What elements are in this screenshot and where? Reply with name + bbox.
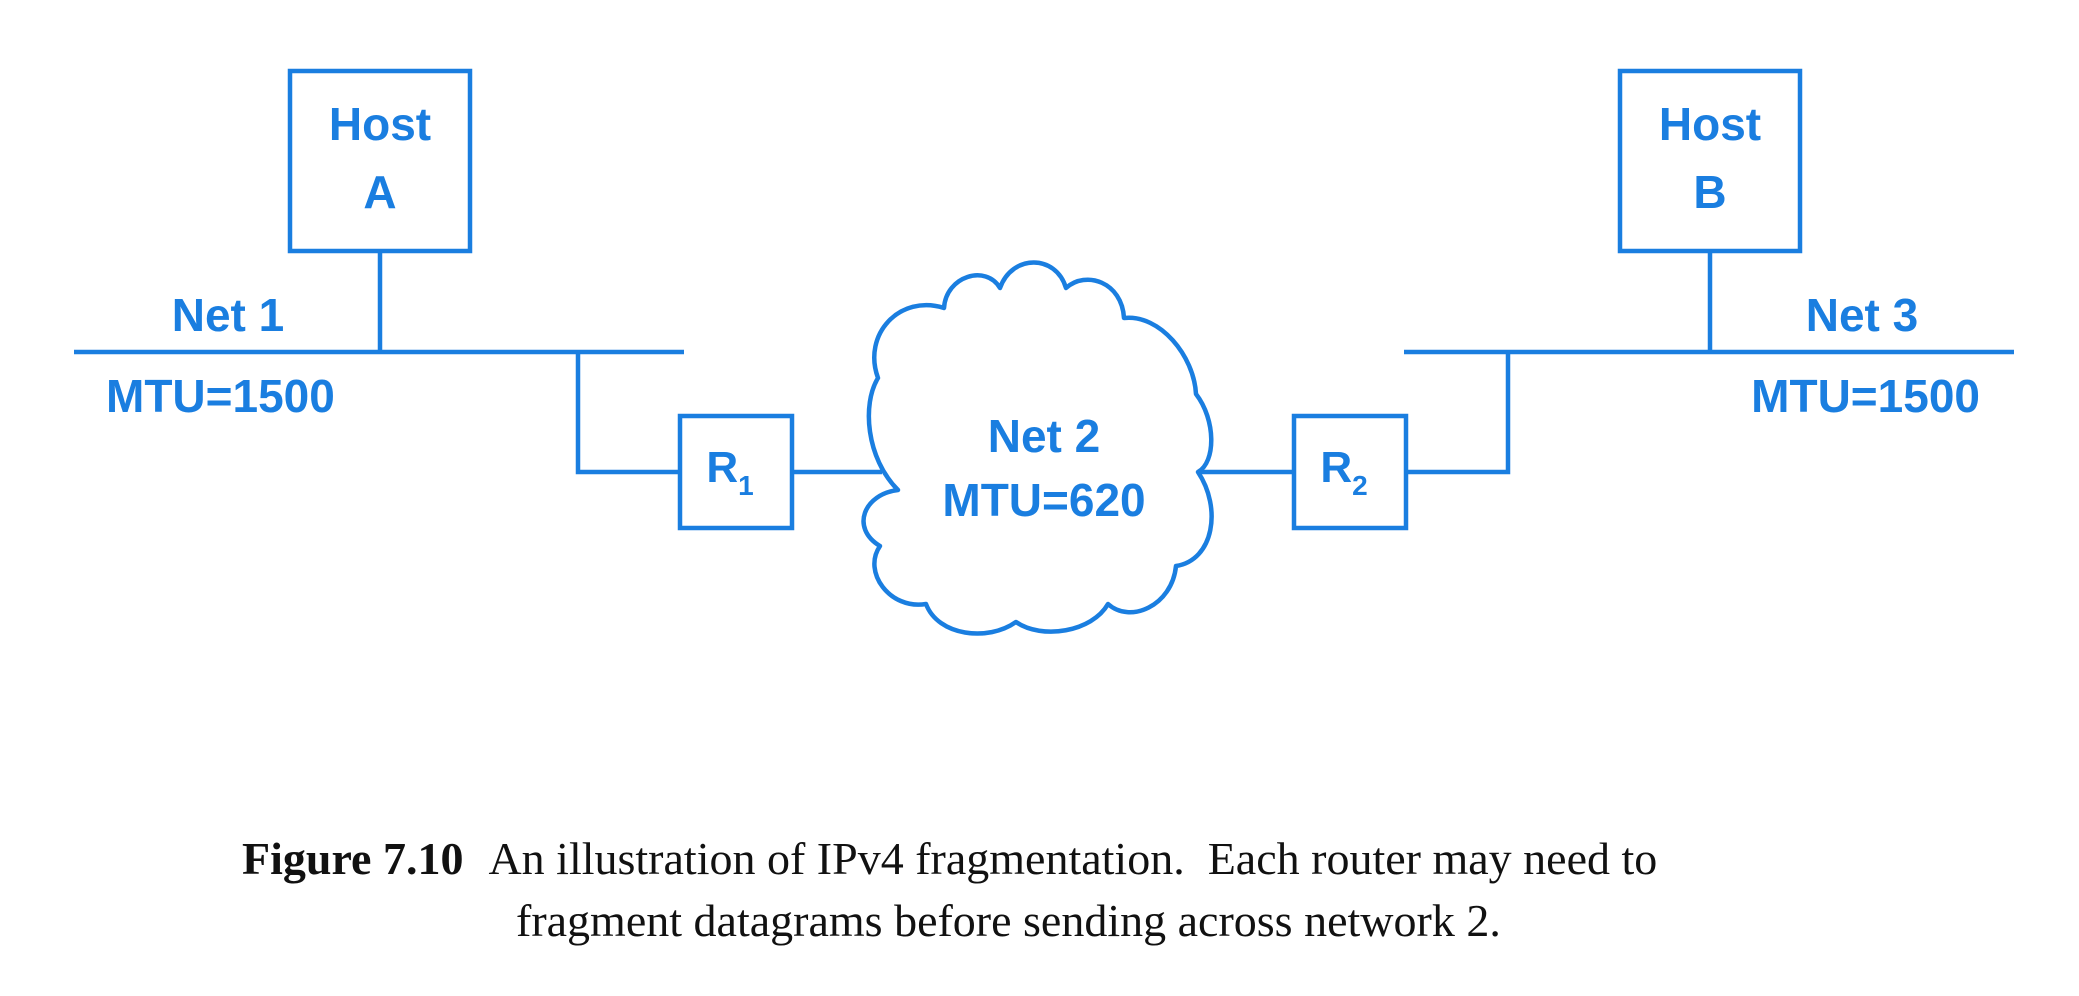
net1-mtu-label: MTU=1500 bbox=[106, 370, 335, 422]
net1-r1-link bbox=[575, 352, 680, 475]
caption-line1: An illustration of IPv4 fragmentation. E… bbox=[488, 833, 1658, 884]
host-a-label-line2: A bbox=[363, 166, 396, 218]
r2-net3-link bbox=[1406, 352, 1511, 475]
caption-figure-label: Figure 7.10 bbox=[242, 833, 464, 884]
router-r1-label: R1 bbox=[706, 443, 753, 501]
net1-label: Net 1 bbox=[172, 289, 284, 341]
host-b-label-line1: Host bbox=[1659, 98, 1761, 150]
host-b-label-line2: B bbox=[1693, 166, 1726, 218]
net3-label: Net 3 bbox=[1806, 289, 1918, 341]
caption-line2: fragment datagrams before sending across… bbox=[516, 895, 1501, 946]
router-r2-label: R2 bbox=[1320, 443, 1367, 501]
net2-label: Net 2 bbox=[988, 410, 1100, 462]
host-a-label-line1: Host bbox=[329, 98, 431, 150]
net2-mtu-label: MTU=620 bbox=[942, 474, 1145, 526]
caption-line1-row: Figure 7.10 An illustration of IPv4 frag… bbox=[242, 832, 1657, 885]
net3-mtu-label: MTU=1500 bbox=[1751, 370, 1980, 422]
net2-cloud bbox=[861, 260, 1214, 636]
